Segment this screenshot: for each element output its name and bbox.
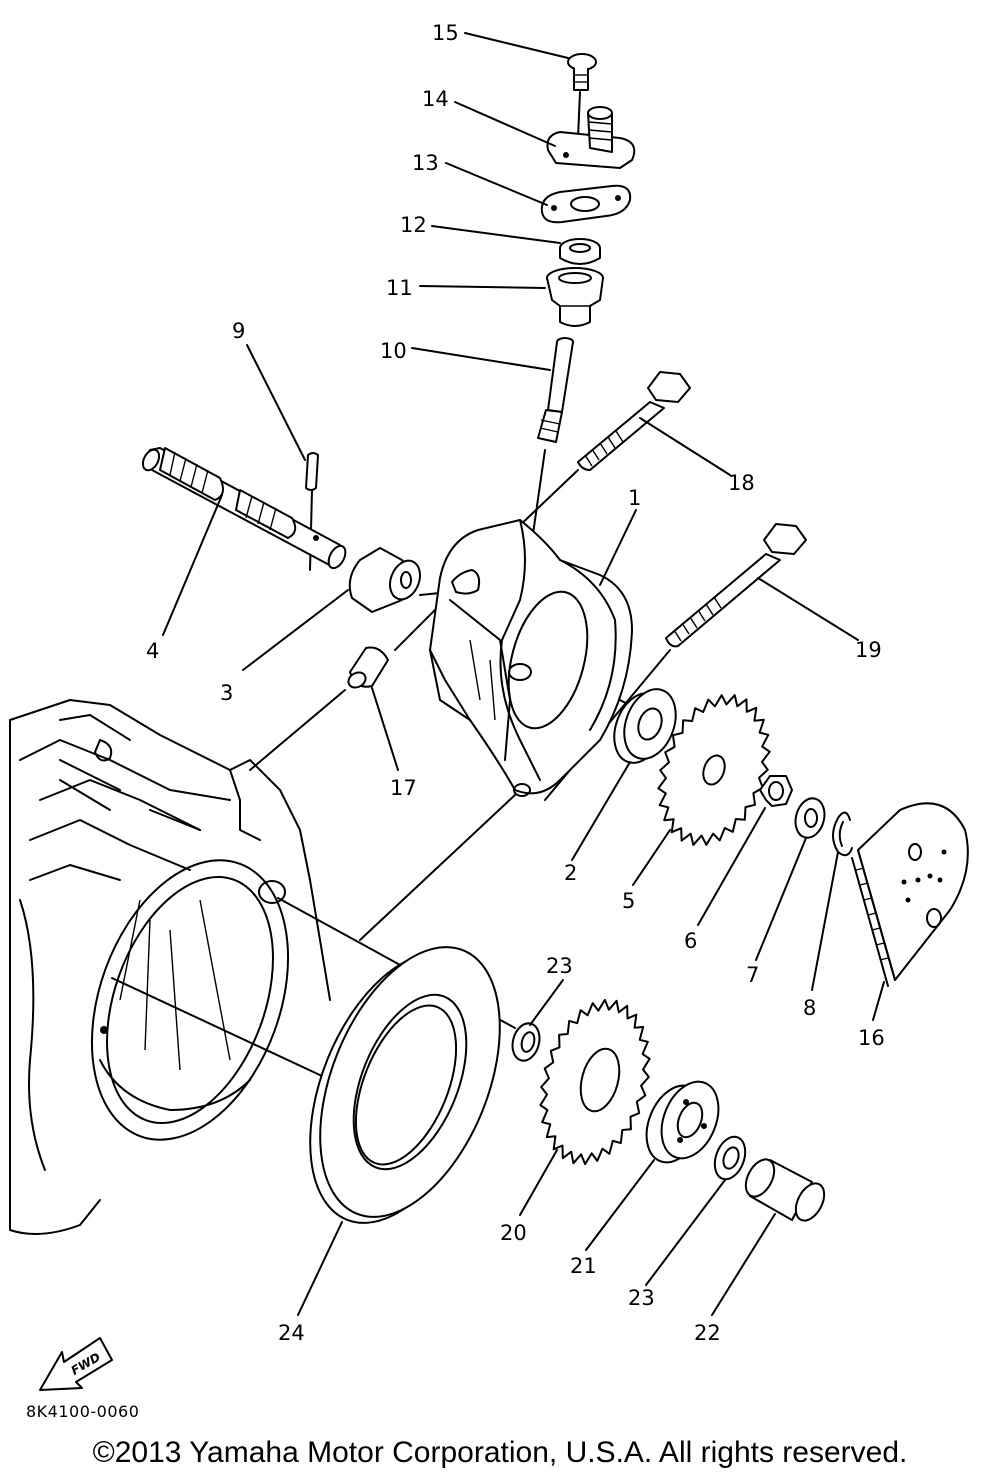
part-13-gasket xyxy=(540,184,632,224)
callout-19: 19 xyxy=(855,638,882,662)
callout-20: 20 xyxy=(500,1221,527,1245)
callout-2: 2 xyxy=(564,861,577,885)
part-6-nut xyxy=(759,775,793,807)
part-4-worm-shaft xyxy=(141,447,347,570)
callout-7: 7 xyxy=(746,963,759,987)
part-7-washer xyxy=(794,797,826,839)
crankcase xyxy=(9,699,331,1235)
part-8-clip xyxy=(832,811,853,857)
part-24-seal xyxy=(309,946,501,1224)
part-5-sprocket xyxy=(657,694,771,846)
part-11-bushing xyxy=(546,267,604,327)
callout-4: 4 xyxy=(146,639,159,663)
part-18-bolt xyxy=(577,371,691,471)
copyright-notice: ©2013 Yamaha Motor Corporation, U.S.A. A… xyxy=(92,1436,908,1469)
part-16-chain xyxy=(851,802,969,987)
part-10-drive-gear xyxy=(537,337,574,443)
part-3-collar xyxy=(348,547,421,613)
part-12-oil-seal xyxy=(559,238,601,265)
exploded-parts-diagram: 1 2 3 4 5 6 7 8 9 10 11 12 13 14 15 16 1… xyxy=(9,21,969,1391)
part-14-housing-cap xyxy=(546,106,636,169)
part-20-gear xyxy=(539,998,651,1166)
callout-5: 5 xyxy=(622,889,635,913)
callout-23-lower: 23 xyxy=(628,1286,655,1310)
part-2-bearing xyxy=(613,688,677,764)
callout-numbers: 1 2 3 4 5 6 7 8 9 10 11 12 13 14 15 16 1… xyxy=(146,21,885,1345)
part-1-cover xyxy=(429,519,633,797)
part-22-collar xyxy=(744,1158,826,1222)
callout-10: 10 xyxy=(380,339,407,363)
part-19-bolt xyxy=(665,523,807,648)
part-23-washer-lower xyxy=(713,1135,747,1181)
callout-18: 18 xyxy=(728,471,755,495)
callout-24: 24 xyxy=(278,1321,305,1345)
callout-21: 21 xyxy=(570,1254,597,1278)
drawing-code: 8K4100-0060 xyxy=(26,1402,140,1421)
part-15-bolt xyxy=(567,53,597,139)
callout-22: 22 xyxy=(694,1321,721,1345)
callout-1: 1 xyxy=(628,486,641,510)
part-9-pin xyxy=(305,452,319,491)
callout-8: 8 xyxy=(803,996,816,1020)
callout-11: 11 xyxy=(386,276,413,300)
fwd-arrow-icon: FWD xyxy=(39,1337,113,1391)
callout-12: 12 xyxy=(400,213,427,237)
callout-3: 3 xyxy=(220,681,233,705)
callout-14: 14 xyxy=(422,87,449,111)
callout-17: 17 xyxy=(390,776,417,800)
callout-6: 6 xyxy=(684,929,697,953)
callout-13: 13 xyxy=(412,151,439,175)
part-21-bearing xyxy=(645,1080,720,1164)
part-17-dowel xyxy=(347,646,389,689)
callout-9: 9 xyxy=(232,319,245,343)
leader-lines xyxy=(162,32,885,1316)
callout-16: 16 xyxy=(858,1026,885,1050)
callout-15: 15 xyxy=(432,21,459,45)
callout-23-upper: 23 xyxy=(546,954,573,978)
